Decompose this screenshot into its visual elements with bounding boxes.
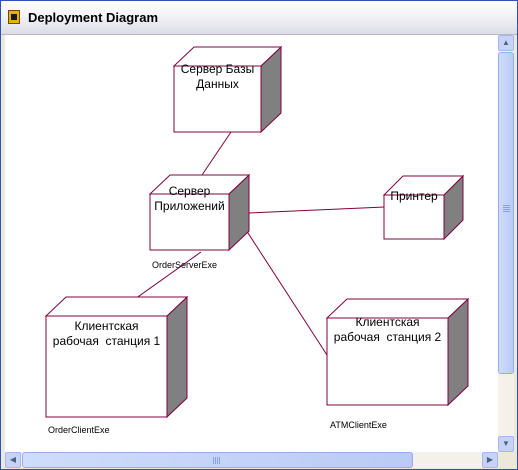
node-database-server[interactable] (172, 45, 283, 134)
diagram-icon[interactable] (8, 10, 20, 24)
label-database-server: Сервер Базы Данных (180, 62, 255, 91)
node-printer[interactable] (382, 174, 465, 241)
node-workstation-2[interactable] (325, 297, 470, 407)
label-printer: Принтер (390, 189, 438, 203)
arrow-down-icon[interactable]: ▼ (498, 436, 514, 452)
vertical-scrollbar[interactable]: ▲ ▼ (498, 35, 514, 452)
component-order-client[interactable]: OrderClientExe (48, 425, 110, 435)
scrollbar-corner (498, 452, 514, 468)
arrow-up-icon[interactable]: ▲ (498, 35, 514, 51)
label-application-server: Сервер Приложений (154, 184, 225, 213)
arrow-left-icon[interactable]: ◀ (5, 452, 21, 468)
diagram-canvas[interactable]: Сервер Базы Данных Сервер Приложений При… (5, 35, 498, 452)
label-workstation-2: Клиентская рабочая станция 2 (333, 315, 442, 344)
link-app-ws2[interactable] (236, 215, 328, 356)
horizontal-scrollbar[interactable]: ◀ ▶ (5, 452, 498, 468)
window-title: Deployment Diagram (28, 10, 159, 25)
title-bar[interactable]: Deployment Diagram (1, 1, 517, 35)
node-application-server[interactable] (148, 173, 251, 252)
component-order-server[interactable]: OrderServerExe (152, 260, 218, 270)
label-workstation-1: Клиентская рабочая станция 1 (52, 319, 161, 348)
arrow-right-icon[interactable]: ▶ (482, 452, 498, 468)
vertical-scroll-thumb[interactable] (498, 52, 514, 374)
component-atm-client[interactable]: ATMClientExe (330, 420, 387, 430)
deployment-diagram[interactable] (5, 35, 498, 452)
node-workstation-1[interactable] (44, 295, 189, 419)
horizontal-scroll-thumb[interactable] (22, 452, 413, 468)
link-app-printer[interactable] (248, 206, 385, 214)
link-db-app[interactable] (201, 131, 232, 176)
